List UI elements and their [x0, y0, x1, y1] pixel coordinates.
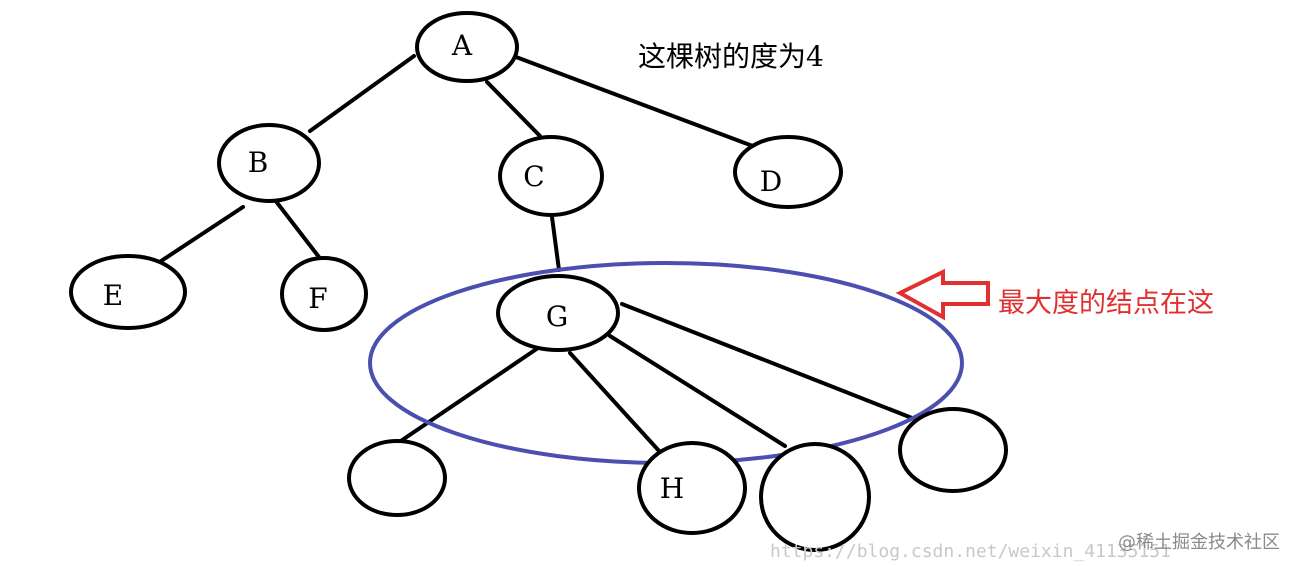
node-label: G	[546, 300, 568, 333]
tree-node-c: C	[498, 135, 604, 217]
edge-a-b	[308, 54, 416, 133]
tree-node-f: F	[280, 256, 368, 332]
edge-c-g	[550, 215, 561, 272]
node-ellipse	[498, 135, 604, 217]
node-ellipse	[898, 407, 1008, 493]
node-label: E	[103, 279, 123, 312]
edge-a-d	[514, 55, 760, 150]
tree-node-h: H	[637, 441, 747, 535]
tree-node-d: D	[733, 135, 843, 209]
tree-node-e: E	[69, 254, 187, 330]
tree-node-l3	[898, 407, 1008, 493]
tree-degree-caption: 这棵树的度为4	[638, 40, 824, 73]
tree-node-b: B	[217, 123, 321, 203]
node-ellipse	[759, 442, 871, 552]
edge-g-l2	[608, 334, 787, 448]
juejin-brand-watermark: @稀土掘金技术社区	[1118, 532, 1280, 553]
edge-g-l1	[384, 346, 540, 453]
tree-node-l1	[347, 439, 447, 517]
edges	[150, 54, 914, 454]
node-label: B	[248, 146, 269, 179]
node-label: D	[760, 165, 782, 198]
edge-g-h	[568, 351, 662, 454]
node-ellipse	[415, 11, 519, 83]
node-ellipse	[69, 254, 187, 330]
edge-b-e	[150, 205, 245, 269]
node-ellipse	[217, 123, 321, 203]
node-ellipse	[347, 439, 447, 517]
node-ellipse	[280, 256, 368, 332]
node-label: A	[451, 29, 473, 62]
edge-g-l3	[620, 302, 914, 420]
csdn-watermark: https://blog.csdn.net/weixin_41135151	[770, 541, 1171, 562]
node-ellipse	[496, 274, 620, 352]
nodes: A B C D E F G H	[69, 11, 1008, 552]
node-label: C	[523, 160, 544, 193]
tree-node-a: A	[415, 11, 519, 83]
tree-node-g: G	[496, 274, 620, 352]
arrow-left-icon	[895, 268, 990, 321]
edge-a-c	[485, 80, 542, 138]
node-label: F	[308, 282, 327, 315]
max-degree-highlight-ellipse	[368, 261, 964, 465]
node-ellipse	[733, 135, 843, 209]
edge-b-f	[273, 198, 324, 263]
node-ellipse	[637, 441, 747, 535]
tree-node-l2	[759, 442, 871, 552]
node-label: H	[660, 472, 684, 505]
max-degree-annotation: 最大度的结点在这	[998, 288, 1214, 319]
